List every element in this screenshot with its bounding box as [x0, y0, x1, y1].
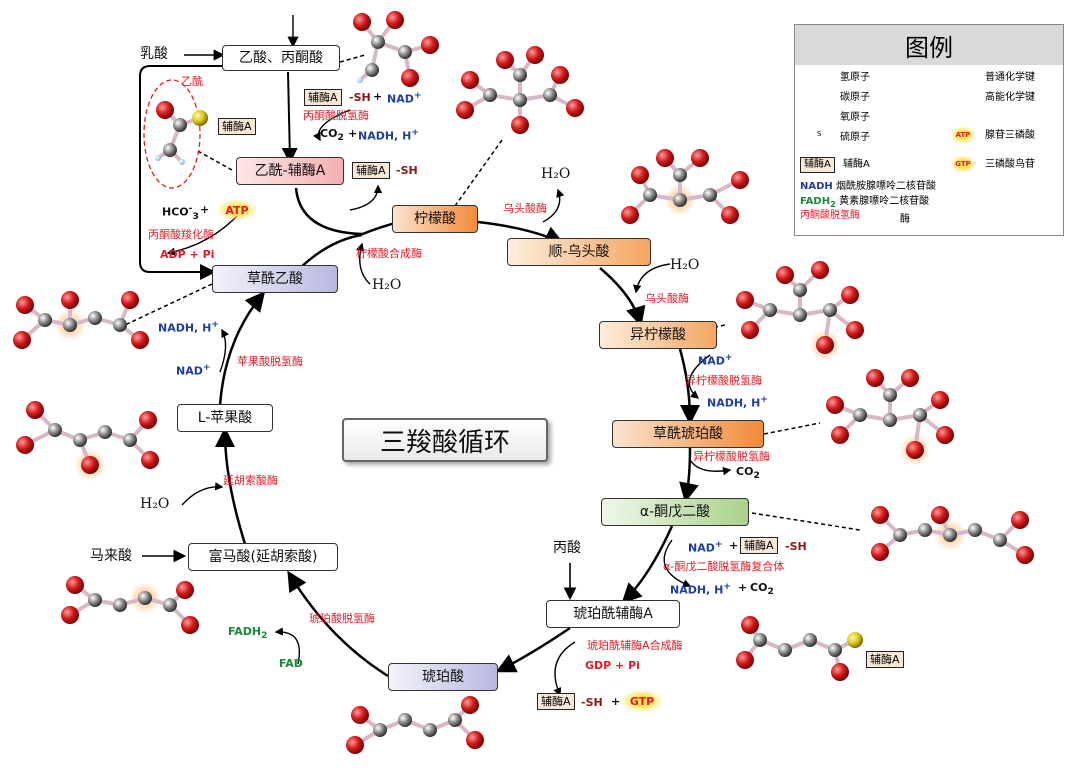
node-oxalosuccinate[interactable]: 草酰琥珀酸 — [612, 420, 764, 448]
atp-icon: ATP — [950, 126, 976, 144]
cycle-title: 三羧酸循环 — [342, 418, 548, 462]
legend-enzyme-sample: 丙酮酸脱氢酶 — [800, 210, 860, 221]
input-maleate: 马来酸 — [90, 548, 132, 564]
enzyme-sdh: 琥珀酸脱氢酶 — [309, 612, 375, 625]
coa-tag-citrate-synthase: 辅酶A — [352, 162, 390, 179]
coa-tag-acetyl: 辅酶A — [218, 118, 256, 135]
legend-item-oxygen: 氧原子 — [840, 112, 870, 123]
label-hco3: HCO-3 — [162, 203, 199, 222]
legend-item-sulfur: 硫原子 — [840, 132, 870, 143]
node-acetyl-coa[interactable]: 乙酰-辅酶A — [236, 157, 344, 185]
coa-tag-scs: 辅酶A — [537, 693, 575, 710]
label-co2-akgdh: CO2 — [750, 581, 774, 598]
node-isocitrate[interactable]: 异柠檬酸 — [599, 321, 717, 349]
model-akg — [871, 506, 1034, 564]
node-alpha-ketoglutarate[interactable]: α-酮戊二酸 — [601, 498, 749, 526]
label-gdp-pi: GDP + Pi — [585, 659, 640, 672]
legend-item-normal-bond: 普通化学键 — [985, 72, 1035, 83]
label-acetyl: 乙酰 — [181, 75, 203, 88]
node-succinate[interactable]: 琥珀酸 — [388, 663, 498, 691]
atp-badge: ATP — [216, 199, 258, 221]
label-fadh2: FADH2 — [228, 625, 268, 642]
enzyme-scs: 琥珀酰辅酶A合成酶 — [587, 639, 683, 652]
model-cis-aconitate — [621, 149, 749, 224]
molecule-models — [13, 11, 1034, 754]
cycle-arcs — [215, 187, 700, 678]
coa-tag-akgdh: 辅酶A — [740, 537, 778, 554]
node-oxaloacetate[interactable]: 草酰乙酸 — [212, 265, 338, 293]
label-nadh-idh: NADH, H+ — [707, 394, 768, 410]
legend-enzyme-suffix: 酶 — [900, 214, 910, 225]
coa-tag-succinyl-model: 辅酶A — [866, 651, 904, 668]
input-lactate: 乳酸 — [140, 46, 168, 62]
model-citrate — [456, 46, 584, 134]
node-cis-aconitate[interactable]: 顺-乌头酸 — [507, 238, 651, 266]
legend-coa-label: 辅酶A — [843, 159, 870, 170]
input-propionate: 丙酸 — [553, 540, 581, 556]
label-nad-mdh: NAD+ — [176, 362, 211, 378]
node-fumarate[interactable]: 富马酸(延胡索酸) — [188, 543, 338, 571]
enzyme-aconitase-2: 乌头酸酶 — [645, 292, 689, 305]
legend-coa-box: 辅酶A — [800, 157, 835, 173]
model-pyruvate — [353, 11, 439, 87]
legend-item-hydrogen: 氢原子 — [840, 72, 870, 83]
legend: 图例 氢原子 碳原子 氧原子 硫原子 S 普通化学键 高能化学键 ATP 腺苷三… — [794, 24, 1064, 236]
label-nad-akgdh: NAD+ — [688, 539, 723, 555]
coa-sh-pdh: -SH — [349, 91, 371, 104]
label-adp-pi: ADP + Pi — [160, 248, 215, 261]
node-citrate[interactable]: 柠檬酸 — [392, 205, 478, 233]
model-isocitrate — [736, 261, 864, 361]
enzyme-idh-1: 异柠檬酸脱氢酶 — [685, 374, 762, 387]
enzyme-akgdh: α-酮戊二酸脱氢酶复合体 — [663, 560, 785, 573]
node-malate[interactable]: L-苹果酸 — [177, 404, 273, 432]
model-succinate — [346, 696, 484, 754]
label-nadh-mdh: NADH, H+ — [158, 319, 219, 335]
label-h2o-cs: H₂O — [372, 277, 402, 293]
label-h2o-aco2: H₂O — [670, 257, 700, 273]
legend-nadh: NADH 烟酰胺腺嘌呤二核苷酸 — [800, 181, 936, 192]
model-malate — [16, 401, 159, 481]
label-nadh-akgdh: NADH, H+ — [670, 581, 731, 597]
coa-tag-pdh: 辅酶A — [304, 89, 342, 106]
sulfur-icon: S — [817, 130, 822, 138]
label-co2-idh: CO2 — [736, 465, 760, 482]
node-succinyl-coa[interactable]: 琥珀酰辅酶A — [546, 600, 680, 628]
model-fumarate — [61, 576, 199, 634]
legend-item-carbon: 碳原子 — [840, 92, 870, 103]
enzyme-pdh: 丙酮酸脱氢酶 — [303, 109, 369, 122]
model-acetyl — [155, 101, 208, 165]
legend-item-gtp: 三磷酸鸟苷 — [985, 159, 1035, 170]
label-nad-idh: NAD+ — [698, 352, 733, 368]
legend-item-atp: 腺苷三磷酸 — [985, 130, 1035, 141]
label-h2o-fumarase: H₂O — [140, 496, 170, 512]
enzyme-aconitase-1: 乌头酸酶 — [503, 202, 547, 215]
enzyme-idh-2: 异柠檬酸脱氢酶 — [693, 450, 770, 463]
node-acid-pyruvate[interactable]: 乙酸、丙酮酸 — [222, 45, 340, 71]
legend-title: 图例 — [795, 25, 1063, 65]
legend-item-high-energy-bond: 高能化学键 — [985, 92, 1035, 103]
label-co2-pdh: CO2 — [320, 127, 344, 144]
label-nad-pdh: NAD+ — [387, 90, 422, 106]
model-succinyl-coa — [736, 616, 863, 681]
gtp-icon: GTP — [950, 155, 976, 173]
enzyme-fumarase: 延胡索酸酶 — [223, 474, 278, 487]
enzyme-pyruvate-carboxylase: 丙酮酸羧化酶 — [148, 228, 214, 241]
label-fad: FAD — [279, 657, 303, 670]
legend-fadh: FADH2 黄素腺嘌呤二核苷酸 — [800, 196, 930, 209]
label-nadh-pdh: NADH, H+ — [358, 127, 419, 143]
model-oxaloacetate — [13, 291, 149, 349]
label-h2o-aco1: H₂O — [541, 166, 571, 182]
enzyme-mdh: 苹果酸脱氢酶 — [237, 355, 303, 368]
model-oxalosuccinate — [826, 369, 954, 466]
gtp-badge: GTP — [620, 689, 664, 713]
enzyme-citrate-synthase: 柠檬酸合成酶 — [356, 247, 422, 260]
